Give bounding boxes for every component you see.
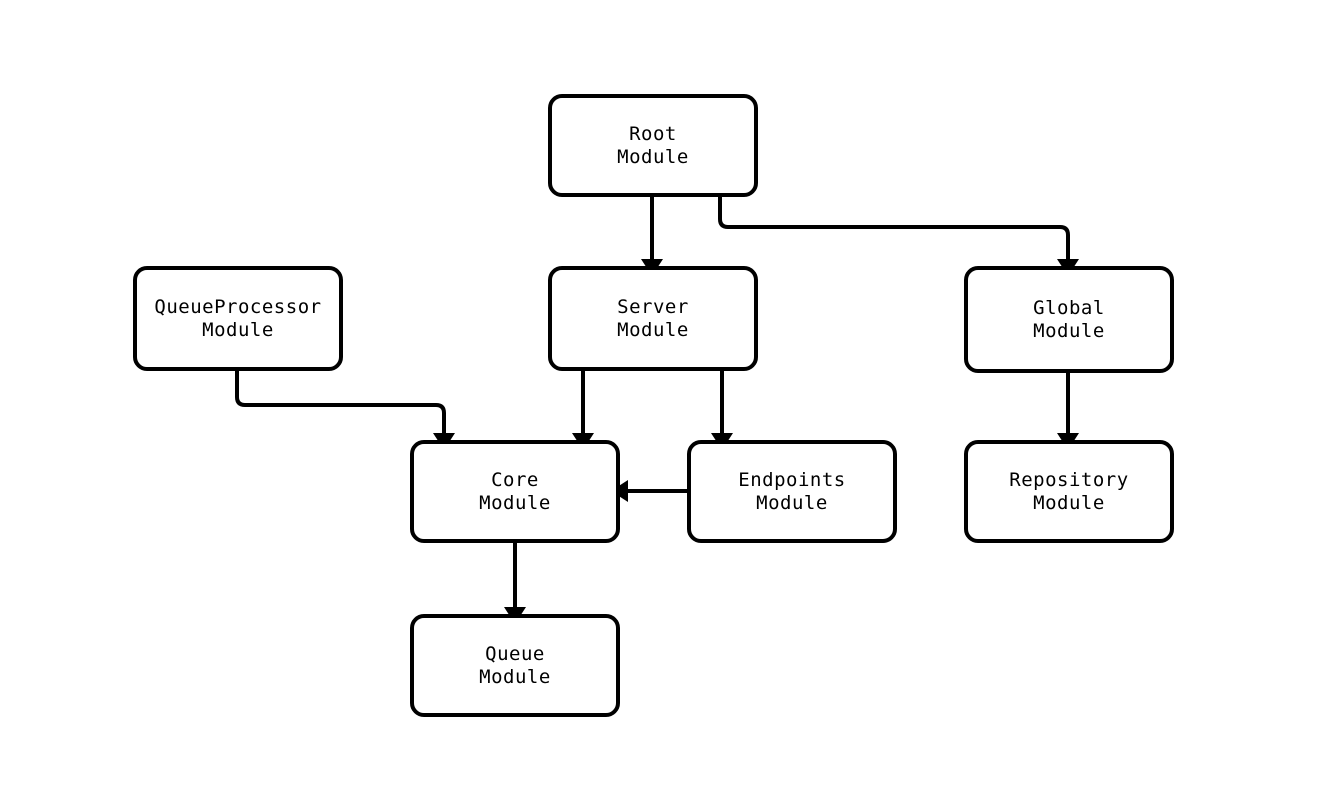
- node-core-suffix: Module: [479, 491, 551, 514]
- node-endpoints-name: Endpoints: [738, 468, 846, 491]
- node-endpoints-suffix: Module: [756, 491, 828, 514]
- node-global-name: Global: [1033, 296, 1105, 319]
- node-queue-suffix: Module: [479, 665, 551, 688]
- edge-queueprocessor-to-core: [235, 371, 446, 433]
- edge-root-to-global: [718, 197, 1070, 259]
- node-repository-name: Repository: [1009, 468, 1129, 491]
- node-queueprocessor-suffix: Module: [202, 318, 274, 341]
- node-queue-name: Queue: [485, 642, 545, 665]
- node-core-name: Core: [491, 468, 539, 491]
- node-server-suffix: Module: [617, 318, 689, 341]
- node-global-suffix: Module: [1033, 319, 1105, 342]
- node-root-suffix: Module: [617, 145, 689, 168]
- node-queueprocessor-name: QueueProcessor: [154, 295, 322, 318]
- node-root-name: Root: [629, 122, 677, 145]
- node-server-name: Server: [617, 295, 689, 318]
- node-repository-suffix: Module: [1033, 491, 1105, 514]
